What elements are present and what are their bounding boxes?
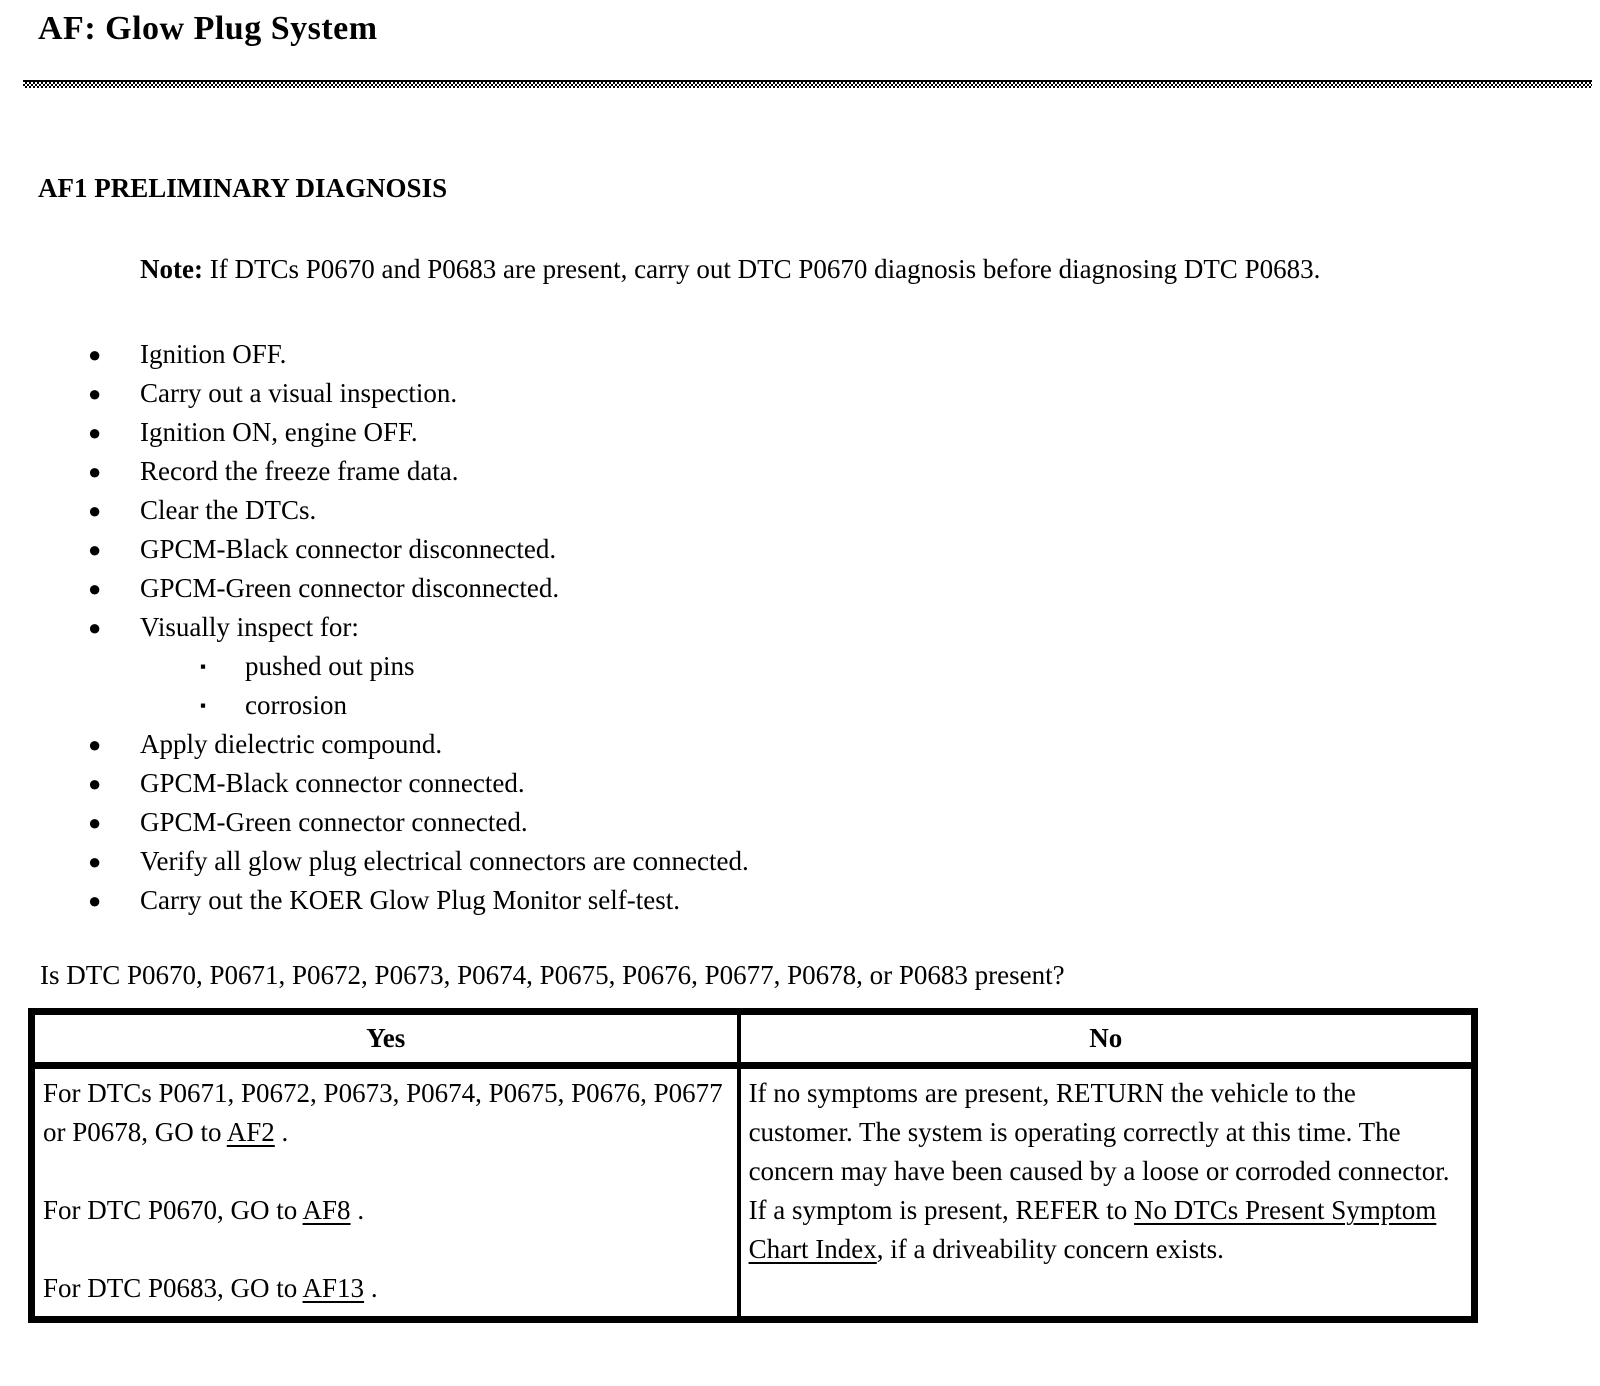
- note-text: If DTCs P0670 and P0683 are present, car…: [202, 254, 1321, 285]
- bullet-icon: ●: [88, 615, 102, 641]
- list-item-text: GPCM-Black connector disconnected.: [140, 534, 557, 565]
- yes-cell-text: .: [364, 1273, 378, 1304]
- bullet-icon: ●: [88, 342, 102, 368]
- list-item-text: GPCM-Black connector connected.: [140, 768, 525, 799]
- yes-cell-text: For DTCs P0671, P0672, P0673, P0674, P06…: [43, 1078, 723, 1148]
- bullet-icon: ●: [88, 810, 102, 836]
- step-list: ● Ignition OFF. ● Carry out a visual inspe…: [0, 335, 1600, 920]
- list-item-text: Carry out the KOER Glow Plug Monitor sel…: [140, 885, 680, 916]
- yes-cell-text: .: [274, 1117, 289, 1148]
- square-bullet-icon: ▪: [200, 657, 207, 677]
- list-item-text: Verify all glow plug electrical connecto…: [140, 846, 749, 877]
- list-item-text: GPCM-Green connector connected.: [140, 807, 528, 838]
- list-item-text: Visually inspect for:: [140, 612, 359, 643]
- list-item: ● GPCM-Black connector disconnected.: [0, 530, 1600, 569]
- note-label: Note:: [140, 254, 203, 285]
- table-body-row: For DTCs P0671, P0672, P0673, P0674, P06…: [31, 1065, 1475, 1320]
- table-header-row: Yes No: [31, 1011, 1475, 1070]
- question-text: Is DTC P0670, P0671, P0672, P0673, P0674…: [40, 960, 1065, 991]
- bullet-icon: ●: [88, 498, 102, 524]
- list-item: ● Ignition OFF.: [0, 335, 1600, 374]
- list-item: ● Clear the DTCs.: [0, 491, 1600, 530]
- list-item: ● Apply dielectric compound.: [0, 725, 1600, 764]
- horizontal-rule: [23, 80, 1592, 89]
- decision-table: Yes No For DTCs P0671, P0672, P0673, P06…: [28, 1008, 1478, 1324]
- yes-cell-paragraph: For DTC P0670, GO to AF8 .: [43, 1191, 729, 1230]
- list-item: ● GPCM-Black connector connected.: [0, 764, 1600, 803]
- af2-link[interactable]: AF2: [226, 1117, 275, 1148]
- bullet-icon: ●: [88, 849, 102, 875]
- bullet-icon: ●: [88, 381, 102, 407]
- list-item: ● Verify all glow plug electrical connect…: [0, 842, 1600, 881]
- list-item: ● Carry out the KOER Glow Plug Monitor se…: [0, 881, 1600, 920]
- list-sub-item: ▪ pushed out pins: [0, 647, 1600, 686]
- page-title: AF: Glow Plug System: [38, 10, 378, 47]
- bullet-icon: ●: [88, 888, 102, 914]
- bullet-icon: ●: [88, 420, 102, 446]
- list-item: ● Record the freeze frame data.: [0, 452, 1600, 491]
- bullet-icon: ●: [88, 537, 102, 563]
- list-item-text: Apply dielectric compound.: [140, 729, 443, 760]
- list-item: ● GPCM-Green connector disconnected.: [0, 569, 1600, 608]
- yes-cell-text: For DTC P0683, GO to: [43, 1273, 303, 1304]
- bullet-icon: ●: [88, 459, 102, 485]
- bullet-icon: ●: [88, 771, 102, 797]
- list-item-text: pushed out pins: [245, 651, 415, 682]
- no-cell-paragraph: If no symptoms are present, RETURN the v…: [749, 1074, 1463, 1269]
- no-column-header: No: [738, 1011, 1475, 1070]
- yes-cell: For DTCs P0671, P0672, P0673, P0674, P06…: [31, 1065, 741, 1320]
- list-item-text: Carry out a visual inspection.: [140, 378, 458, 409]
- list-item: ● Carry out a visual inspection.: [0, 374, 1600, 413]
- yes-cell-text: For DTC P0670, GO to: [43, 1195, 303, 1226]
- list-sub-item: ▪ corrosion: [0, 686, 1600, 725]
- list-item: ● Ignition ON, engine OFF.: [0, 413, 1600, 452]
- no-cell: If no symptoms are present, RETURN the v…: [739, 1066, 1475, 1320]
- list-item-text: Ignition ON, engine OFF.: [140, 417, 418, 448]
- bullet-icon: ●: [88, 732, 102, 758]
- yes-cell-paragraph: For DTC P0683, GO to AF13 .: [43, 1269, 729, 1308]
- yes-cell-text: .: [350, 1195, 365, 1226]
- list-item: ● GPCM-Green connector connected.: [0, 803, 1600, 842]
- list-item-text: Record the freeze frame data.: [140, 456, 459, 487]
- no-cell-text: If no symptoms are present, RETURN the v…: [748, 1078, 1450, 1226]
- yes-cell-paragraph: For DTCs P0671, P0672, P0673, P0674, P06…: [43, 1074, 729, 1152]
- list-item-text: GPCM-Green connector disconnected.: [140, 573, 560, 604]
- af13-link[interactable]: AF13: [302, 1273, 365, 1304]
- list-item: ● Visually inspect for:: [0, 608, 1600, 647]
- af8-link[interactable]: AF8: [302, 1195, 351, 1226]
- bullet-icon: ●: [88, 576, 102, 602]
- symptom-chart-index-link[interactable]: No DTCs Present Symptom Chart Index: [748, 1195, 1437, 1265]
- section-heading: AF1 PRELIMINARY DIAGNOSIS: [38, 173, 448, 204]
- list-item-text: corrosion: [245, 690, 347, 721]
- square-bullet-icon: ▪: [200, 696, 207, 716]
- yes-column-header: Yes: [31, 1011, 741, 1070]
- list-item-text: Clear the DTCs.: [140, 495, 317, 526]
- note-paragraph: Note: If DTCs P0670 and P0683 are presen…: [140, 250, 1540, 289]
- list-item-text: Ignition OFF.: [140, 339, 287, 370]
- no-cell-text: , if a driveability concern exists.: [876, 1234, 1224, 1265]
